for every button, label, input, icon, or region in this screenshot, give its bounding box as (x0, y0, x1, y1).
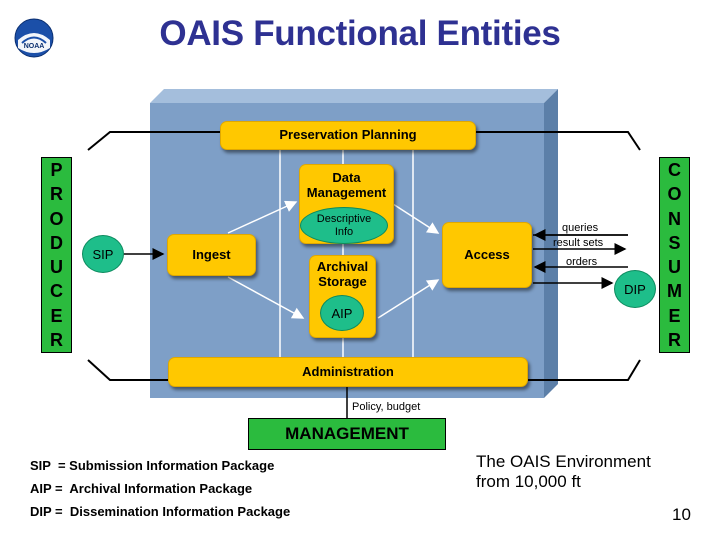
producer-letter: C (50, 281, 63, 302)
consumer-letter: S (668, 232, 681, 253)
environment-caption: The OAIS Environment from 10,000 ft (476, 452, 651, 492)
producer-letter: D (50, 232, 63, 253)
preservation-planning-label: Preservation Planning (279, 127, 417, 143)
page-title: OAIS Functional Entities (159, 14, 561, 53)
page-number: 10 (672, 505, 691, 524)
access-box[interactable]: Access (442, 222, 532, 288)
management-label: MANAGEMENT (285, 424, 409, 443)
producer-letter: O (49, 208, 64, 229)
archival-storage-label: Archival Storage (316, 259, 369, 289)
data-management-label: Data Management (306, 170, 387, 200)
consumer-letter: R (668, 329, 681, 350)
management-box[interactable]: MANAGEMENT (248, 418, 446, 450)
producer-letter: E (50, 305, 63, 326)
orders-label: orders (566, 256, 598, 268)
environment-side-face (544, 89, 558, 398)
ingest-to-archival-storage-arrow (227, 276, 305, 319)
ingest-to-data-management-arrow (227, 200, 298, 234)
descriptive-info-oval: Descriptive Info (300, 207, 388, 244)
administration-label: Administration (302, 363, 394, 379)
archival-storage-to-access-arrow (377, 279, 440, 319)
sip-oval: SIP (82, 235, 124, 273)
ingest-box[interactable]: Ingest (167, 234, 256, 276)
noaa-logo: NOAA (14, 18, 54, 58)
access-label: Access (464, 246, 510, 262)
administration-box[interactable]: Administration (168, 357, 528, 387)
legend-aip: AIP = Archival Information Package (30, 481, 253, 496)
aip-oval: AIP (320, 295, 364, 331)
consumer-letter: E (668, 305, 681, 326)
preservation-planning-box[interactable]: Preservation Planning (220, 121, 476, 150)
producer-letter: P (50, 160, 63, 180)
consumer-letter: U (668, 257, 681, 278)
consumer-letter: M (667, 281, 682, 302)
producer-letter: R (50, 184, 63, 205)
consumer-letter: O (667, 184, 682, 205)
consumer-letter: N (668, 208, 681, 229)
data-management-to-access-arrow (392, 203, 440, 234)
legend-dip: DIP = Dissemination Information Package (30, 504, 291, 519)
legend-sip: SIP = Submission Information Package (30, 458, 275, 473)
producer-letter: U (50, 257, 63, 278)
result-sets-label: result sets (553, 237, 604, 249)
queries-label: queries (562, 222, 599, 234)
logo-text: NOAA (24, 43, 45, 50)
ingest-label: Ingest (192, 246, 231, 262)
dip-oval: DIP (614, 270, 656, 308)
consumer-letter: C (668, 160, 681, 180)
policy-budget-label: Policy, budget (352, 401, 421, 413)
environment-top-face (150, 89, 558, 103)
producer-letter: R (50, 329, 63, 350)
